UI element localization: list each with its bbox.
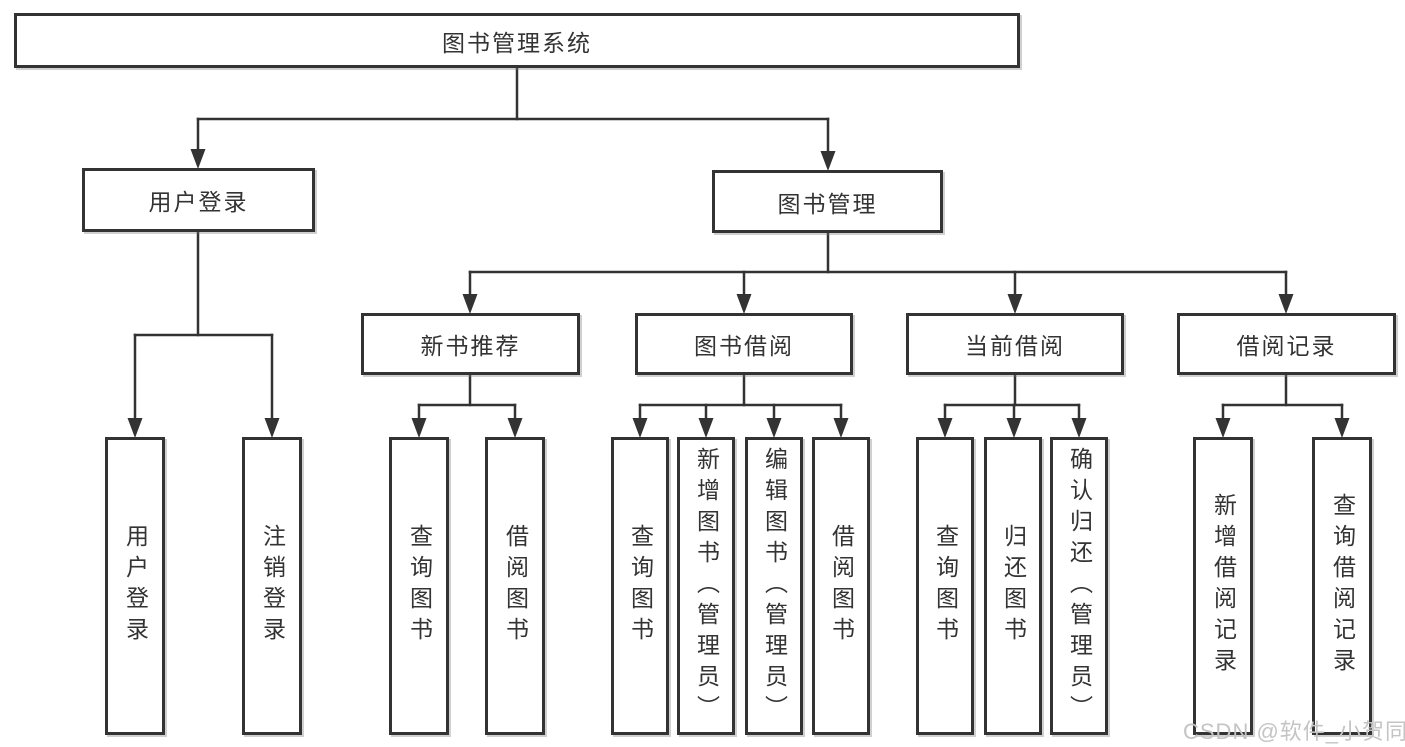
node-label: 确认归还（管理员） (1066, 446, 1093, 726)
node-leaf-query-books-current: 查询图书 (916, 437, 974, 735)
node-label: 当前借阅 (965, 333, 1065, 359)
node-label: 归还图书 (1000, 524, 1027, 648)
node-leaf-add-borrow-record: 新增借阅记录 (1193, 437, 1253, 735)
node-leaf-query-borrow-record: 查询借阅记录 (1312, 437, 1372, 735)
node-label: 新增图书（管理员） (693, 446, 720, 726)
node-leaf-query-books-recommend: 查询图书 (389, 437, 449, 735)
node-user-login: 用户登录 (82, 168, 315, 232)
node-leaf-user-login: 用户登录 (105, 437, 165, 735)
node-leaf-borrow-books: 借阅图书 (812, 437, 870, 735)
node-leaf-logout: 注销登录 (242, 437, 302, 735)
node-label: 编辑图书（管理员） (761, 446, 788, 726)
node-label: 图书管理 (777, 190, 878, 217)
node-borrow-records: 借阅记录 (1177, 313, 1396, 375)
node-book-management: 图书管理 (712, 170, 943, 233)
node-library-system: 图书管理系统 (14, 13, 1020, 68)
node-label: 图书借阅 (694, 333, 794, 359)
node-book-borrow: 图书借阅 (635, 313, 853, 375)
node-leaf-borrow-books-recommend: 借阅图书 (485, 437, 545, 735)
node-label: 新增借阅记录 (1210, 493, 1237, 679)
node-label: 注销登录 (259, 524, 286, 648)
node-label: 查询借阅记录 (1329, 493, 1356, 679)
node-leaf-confirm-return-admin: 确认归还（管理员） (1050, 437, 1108, 735)
node-label: 图书管理系统 (442, 29, 592, 56)
csdn-watermark: CSDN @软件_小贺同学 (1183, 719, 1405, 744)
node-leaf-return-books: 归还图书 (984, 437, 1042, 735)
node-label: 借阅图书 (502, 524, 529, 648)
node-label: 用户登录 (122, 524, 149, 648)
node-label: 查询图书 (627, 524, 654, 648)
node-current-borrow: 当前借阅 (906, 313, 1124, 375)
node-label: 查询图书 (406, 524, 433, 648)
node-label: 用户登录 (148, 189, 249, 215)
node-label: 新书推荐 (420, 333, 521, 359)
node-leaf-edit-books-admin: 编辑图书（管理员） (745, 437, 803, 735)
node-leaf-add-books-admin: 新增图书（管理员） (677, 437, 735, 735)
node-label: 查询图书 (932, 524, 959, 648)
node-new-book-recommend: 新书推荐 (361, 313, 580, 375)
node-leaf-query-books-borrow: 查询图书 (611, 437, 669, 735)
node-label: 借阅记录 (1236, 333, 1337, 359)
node-label: 借阅图书 (828, 524, 855, 648)
